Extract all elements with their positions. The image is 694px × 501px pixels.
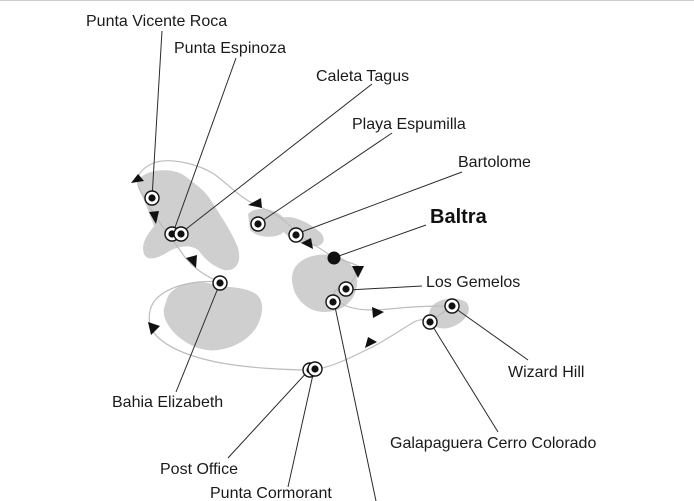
arrow-icon [149, 211, 159, 224]
leader-punta-vicente-roca [151, 30, 163, 199]
label-bartolome[interactable]: Bartolome [458, 154, 531, 171]
arrow-icon [352, 266, 364, 278]
label-playa-espumilla[interactable]: Playa Espumilla [352, 116, 466, 133]
marker-los-gemelos[interactable] [338, 281, 354, 297]
marker-caleta-tagus[interactable] [173, 226, 189, 242]
label-baltra[interactable]: Baltra [430, 206, 488, 228]
arrow-icon [301, 238, 313, 249]
marker-baltra[interactable] [327, 251, 341, 265]
label-wizard-hill[interactable]: Wizard Hill [508, 364, 584, 381]
marker-wizard-hill[interactable] [444, 298, 460, 314]
leader-caleta-tagus [180, 83, 373, 234]
label-caleta-tagus[interactable]: Caleta Tagus [316, 68, 409, 85]
arrow-icon [365, 337, 377, 348]
leader-punta-cormorant [287, 369, 315, 488]
marker-punta-cormorant[interactable] [307, 361, 323, 377]
marker-playa-espumilla[interactable] [250, 216, 266, 232]
leader-wizard-hill [451, 305, 529, 361]
leader-playa-espumilla [258, 132, 393, 224]
arrow-icon [186, 255, 197, 268]
label-post-office[interactable]: Post Office [160, 461, 238, 478]
leader-post-office [227, 369, 310, 459]
leader-lines [151, 30, 529, 501]
arrow-icon [148, 322, 160, 335]
island-santa-cruz [292, 254, 358, 312]
leader-punta-espinoza [172, 57, 237, 234]
leader-baltra [335, 224, 427, 258]
label-punta-espinoza[interactable]: Punta Espinoza [174, 40, 286, 57]
island-isabela-south [163, 282, 263, 351]
port-markers [144, 190, 460, 378]
label-galapaguera[interactable]: Galapaguera Cerro Colorado [390, 435, 596, 452]
label-los-gemelos[interactable]: Los Gemelos [426, 274, 520, 291]
label-punta-vicente-roca[interactable]: Punta Vicente Roca [86, 13, 227, 30]
port-labels: Punta Vicente Roca Punta Espinoza Caleta… [86, 13, 596, 501]
marker-bartolome[interactable] [288, 227, 304, 243]
marker-galapaguera[interactable] [422, 314, 438, 330]
leader-galapaguera [429, 321, 499, 433]
arrow-icon [372, 307, 384, 318]
arrow-icon [131, 174, 144, 183]
leader-bahia-elizabeth [175, 282, 221, 393]
label-bahia-elizabeth[interactable]: Bahia Elizabeth [112, 394, 223, 411]
leader-bartolome [295, 171, 463, 235]
arrow-icon [248, 198, 262, 208]
route-arrows [131, 174, 384, 348]
marker-bahia-elizabeth[interactable] [212, 275, 228, 291]
leader-los-gemelos [347, 285, 423, 291]
marker-santa-cruz-south[interactable] [325, 294, 341, 310]
leader-extra-south [333, 301, 377, 501]
marker-punta-vicente-roca[interactable] [144, 190, 160, 206]
label-punta-cormorant[interactable]: Punta Cormorant [210, 485, 332, 501]
island-isabela-north [137, 170, 240, 271]
